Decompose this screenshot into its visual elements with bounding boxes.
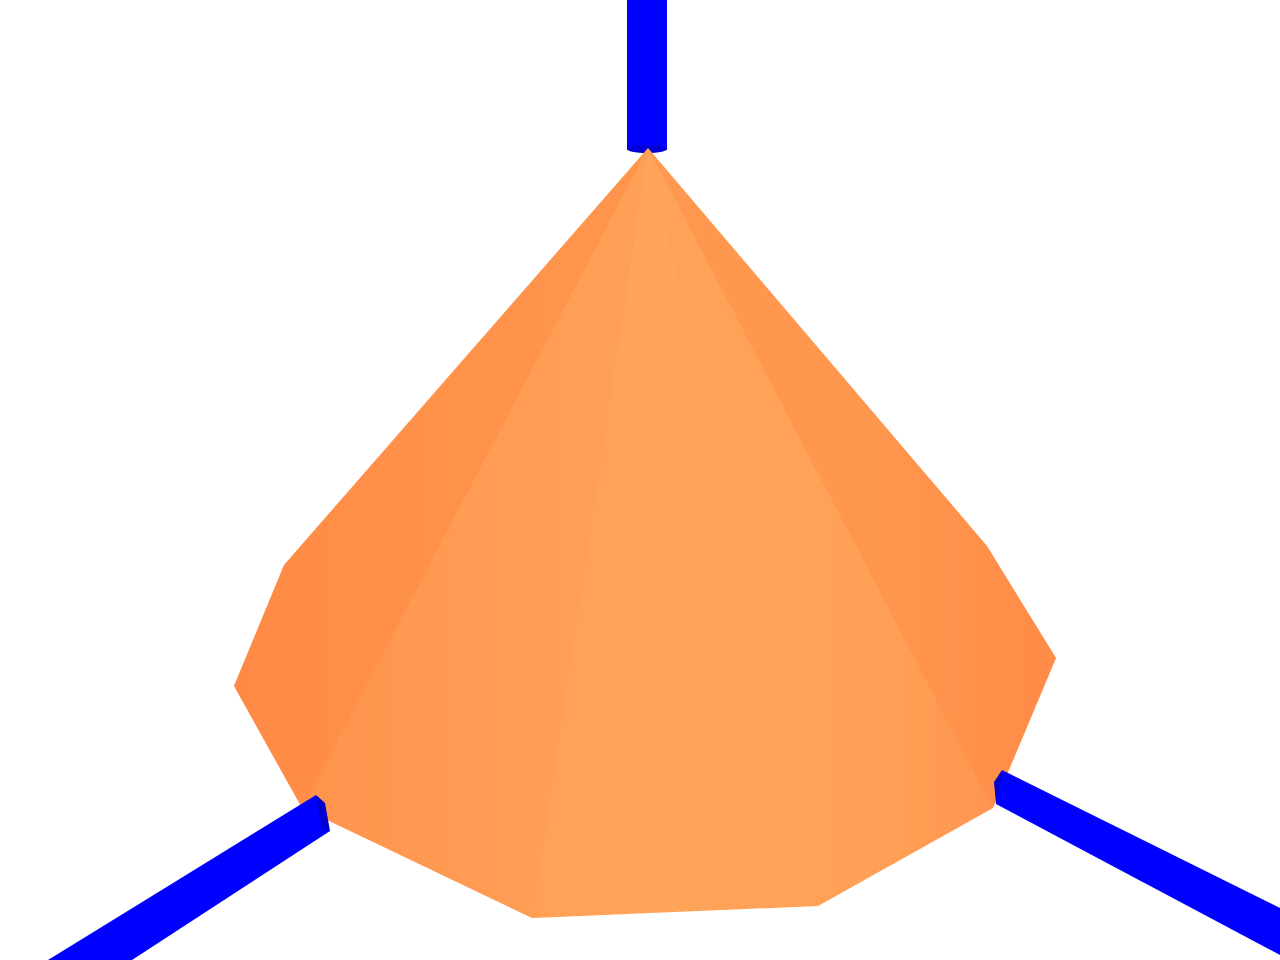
vertical-rod bbox=[627, 0, 667, 153]
cone bbox=[234, 148, 1056, 918]
lower-right-rod bbox=[994, 770, 1280, 955]
lower-left-rod bbox=[48, 795, 330, 960]
